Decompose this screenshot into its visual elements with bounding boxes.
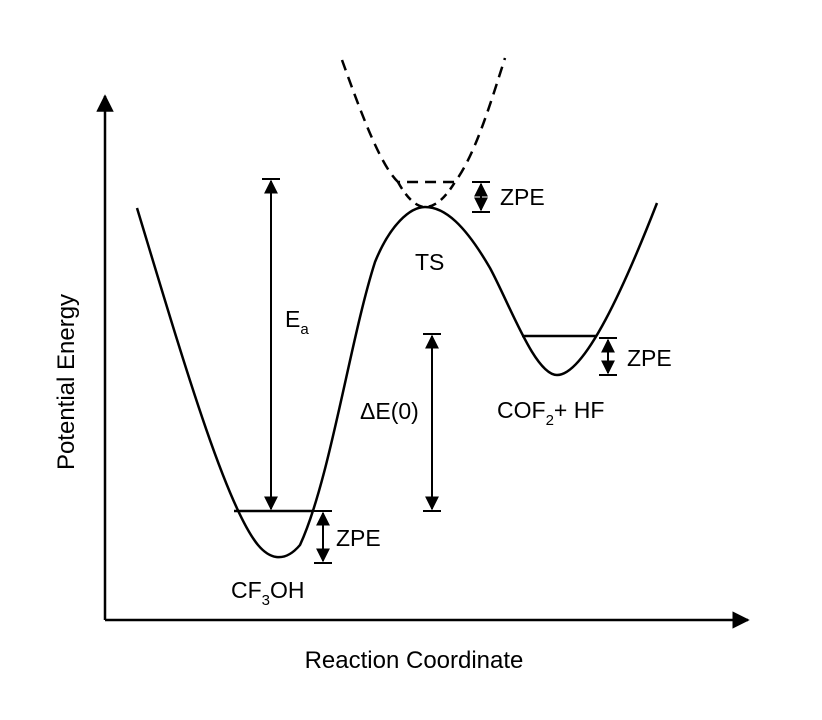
potential-energy-curve <box>135 202 659 559</box>
ea-subscript: a <box>300 321 309 338</box>
product-main: COF <box>497 397 546 423</box>
ea-main: E <box>285 306 300 332</box>
y-axis-label: Potential Energy <box>53 294 80 470</box>
zpe-product-label: ZPE <box>627 345 672 371</box>
delta-e-label: ΔE(0) <box>360 398 419 424</box>
product-label: COF2+ HF <box>497 397 604 429</box>
reactant-label: CF3OH <box>231 577 305 609</box>
ea-label: Ea <box>285 306 309 338</box>
reactant-subscript: 3 <box>262 592 270 609</box>
zpe-reactant-label: ZPE <box>336 525 381 551</box>
ts-dashed-curve <box>340 57 507 184</box>
product-tail: + HF <box>554 397 604 423</box>
zpe-ts-label: ZPE <box>500 184 545 210</box>
ts-label: TS <box>415 249 444 275</box>
ts-dashed-bottom <box>396 181 457 209</box>
reactant-tail: OH <box>270 577 305 603</box>
x-axis-label: Reaction Coordinate <box>305 647 524 674</box>
reactant-main: CF <box>231 577 262 603</box>
product-subscript: 2 <box>546 412 554 429</box>
